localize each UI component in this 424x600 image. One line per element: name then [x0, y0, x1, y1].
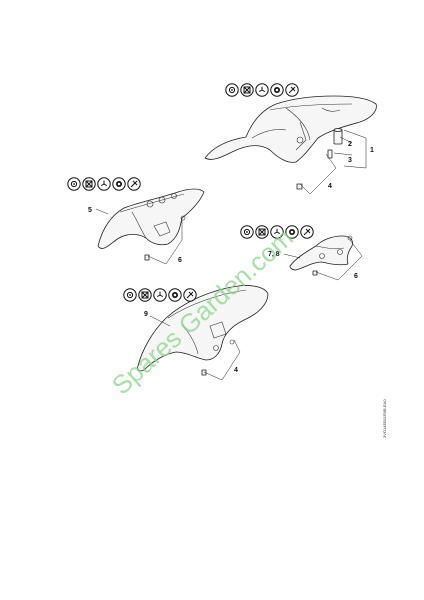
tool-ring-icon	[112, 177, 126, 191]
callout-4-bottom: 4	[234, 367, 238, 374]
drawing-code: 3VO14EB11R0B-EA0	[382, 399, 387, 438]
tool-ring-icon	[168, 288, 182, 302]
tool-ring-icon	[285, 225, 299, 239]
callout-5: 5	[88, 207, 92, 214]
bracket-assembly-right: 7, 8 6	[268, 235, 363, 281]
tool-cross-icon	[240, 83, 254, 97]
bolt-part-left	[144, 254, 150, 261]
tool-torx-icon	[123, 288, 137, 302]
tool-three-blade-icon	[153, 288, 167, 302]
tool-ring-icon	[270, 83, 284, 97]
tool-cross-icon	[82, 177, 96, 191]
tool-three-blade-icon	[270, 225, 284, 239]
bolt-part	[296, 183, 303, 190]
tool-slash-icon	[285, 83, 299, 97]
tool-icon-row-right	[240, 225, 314, 239]
tool-three-blade-icon	[97, 177, 111, 191]
tool-icon-row-top	[225, 83, 299, 97]
tool-slash-icon	[127, 177, 141, 191]
tool-torx-icon	[67, 177, 81, 191]
callout-6-left: 6	[178, 257, 182, 264]
tool-slash-icon	[183, 288, 197, 302]
tool-icon-row-left	[67, 177, 141, 191]
sleeve-part	[333, 129, 343, 145]
callout-4-top: 4	[328, 183, 332, 190]
guard-housing-top	[204, 95, 377, 163]
callout-9: 9	[144, 311, 148, 318]
screw-part	[327, 149, 333, 159]
callout-1: 1	[370, 147, 374, 154]
tool-slash-icon	[300, 225, 314, 239]
tool-three-blade-icon	[255, 83, 269, 97]
bracket-part	[289, 235, 353, 271]
callout-7-8: 7, 8	[268, 251, 280, 258]
callout-6-right: 6	[354, 273, 358, 280]
callout-3: 3	[348, 157, 352, 164]
guard-assembly-left: 5 6	[88, 188, 205, 265]
callout-2: 2	[348, 141, 352, 148]
tool-cross-icon	[255, 225, 269, 239]
tool-cross-icon	[138, 288, 152, 302]
tool-torx-icon	[240, 225, 254, 239]
guard-housing-left	[97, 188, 205, 249]
tool-icon-row-bottom	[123, 288, 197, 302]
tool-torx-icon	[225, 83, 239, 97]
guard-assembly-top: 1 2 3 4	[204, 95, 377, 195]
